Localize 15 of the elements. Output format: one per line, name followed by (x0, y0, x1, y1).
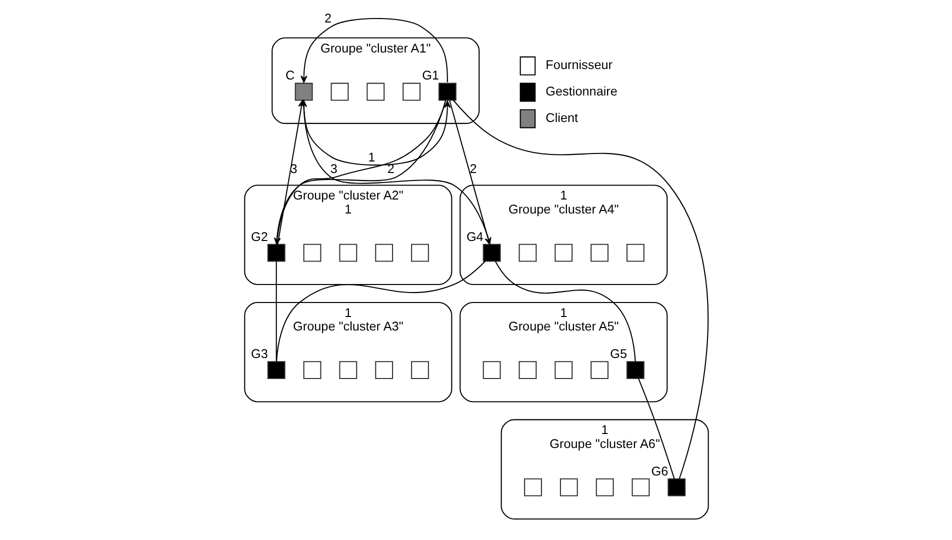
node-label: G3 (250, 347, 268, 362)
edge-label: 1 (368, 150, 375, 164)
edge-label: 3 (290, 162, 297, 176)
node-label: G1 (422, 68, 439, 83)
legend-label: Fournisseur (545, 58, 612, 72)
edge-label: 2 (469, 162, 476, 176)
node-label: G6 (650, 464, 668, 478)
legend-label: Client (545, 110, 578, 125)
legend-label: Gestionnaire (545, 84, 617, 99)
node-label: G2 (250, 230, 268, 244)
edge-label: 2 (324, 12, 332, 26)
edge-label: 3 (330, 162, 337, 176)
node-label: C (285, 68, 294, 83)
node-label: G5 (610, 347, 626, 362)
node-label: G4 (466, 230, 483, 244)
